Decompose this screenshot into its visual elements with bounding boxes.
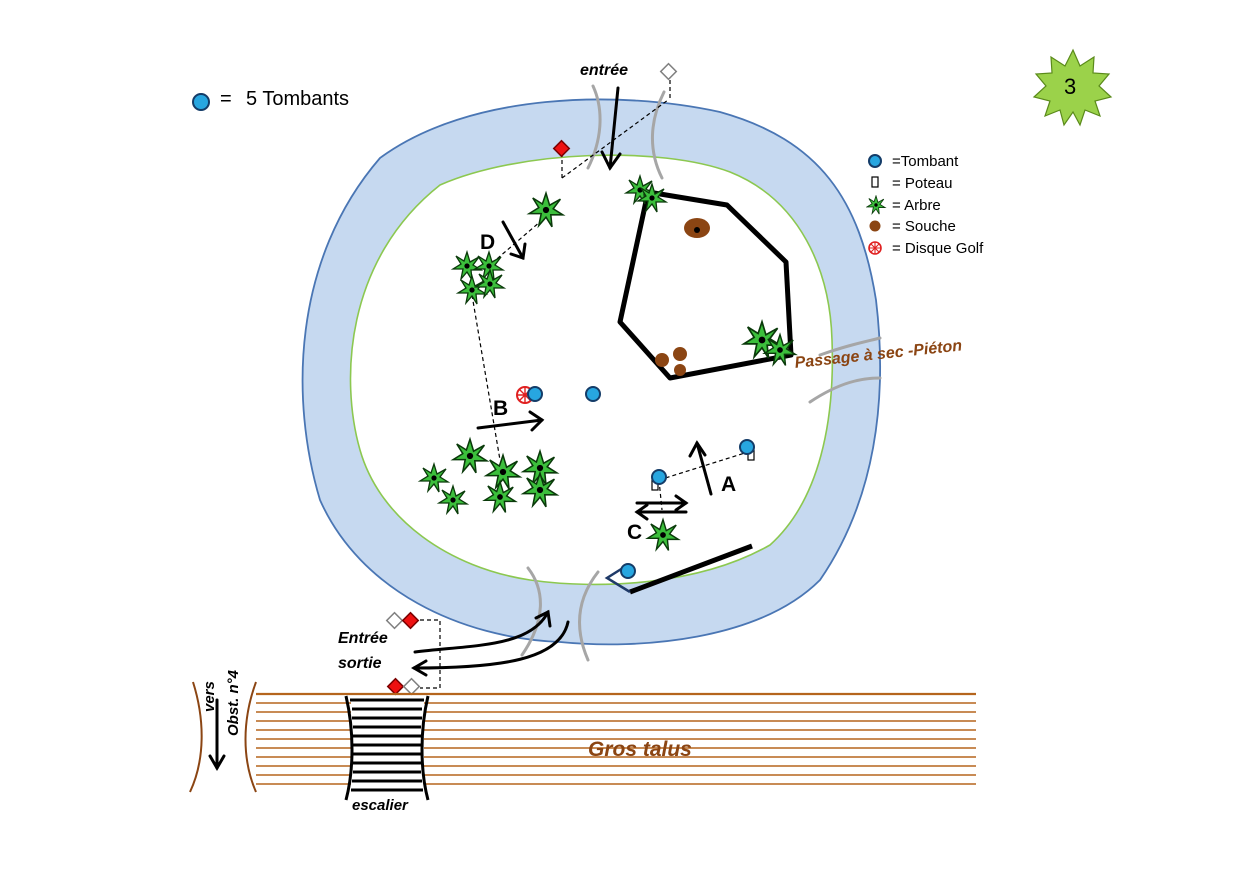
- label-vers: vers: [201, 681, 218, 712]
- label-entree-sortie-2: sortie: [338, 655, 382, 672]
- tombant-marker: [651, 469, 667, 485]
- arbre-icon: [866, 195, 888, 215]
- path-to-obstacle-4: [189, 681, 257, 793]
- legend-label: = Poteau: [892, 174, 953, 192]
- count-equals: =: [220, 88, 232, 110]
- label-escalier: escalier: [352, 797, 408, 814]
- tombant-marker: [739, 439, 755, 455]
- obstacle-number-badge: [1032, 48, 1113, 127]
- obstacle-letter-c: C: [627, 521, 643, 544]
- legend-label: = Disque Golf: [892, 239, 984, 257]
- legend-item-poteau: = Poteau: [866, 173, 952, 193]
- crossing-lines: [520, 84, 882, 662]
- label-gros-talus: Gros talus: [588, 738, 692, 761]
- obstacle-letter-d: D: [480, 231, 496, 254]
- tombant-marker: [620, 563, 636, 579]
- count-label: 5 Tombants: [246, 88, 350, 110]
- tombant-icon: [192, 93, 210, 111]
- escalier: [344, 695, 430, 801]
- label-obstacle-4: Obst. n°4: [225, 669, 242, 736]
- label-entree: entrée: [580, 62, 629, 79]
- obstacle-letter-a: A: [721, 473, 737, 496]
- legend-label: =Tombant: [892, 152, 959, 170]
- obstacle-letter-b: B: [493, 397, 509, 420]
- direction-arrows: [208, 86, 713, 771]
- obstacle-rail: [604, 543, 753, 595]
- legend-item-disque-golf: = Disque Golf: [866, 238, 983, 258]
- poteau-icon: [866, 173, 888, 193]
- souche-icon: [866, 216, 888, 236]
- tombant-marker: [527, 386, 543, 402]
- tombant-icon: [866, 151, 888, 171]
- stumps: [655, 218, 710, 376]
- legend-label: = Souche: [892, 217, 956, 235]
- flags: [385, 62, 678, 696]
- legend-label: = Arbre: [892, 196, 941, 214]
- tombant-marker: [585, 386, 601, 402]
- disque-golf-icon: [866, 238, 888, 258]
- legend-item-tombant: =Tombant: [866, 151, 958, 171]
- legend-item-souche: = Souche: [866, 216, 956, 236]
- badge-number: 3: [1064, 74, 1077, 99]
- label-entree-sortie-1: Entrée: [338, 630, 388, 647]
- legend-item-arbre: = Arbre: [866, 195, 941, 215]
- pond-island: [349, 154, 834, 586]
